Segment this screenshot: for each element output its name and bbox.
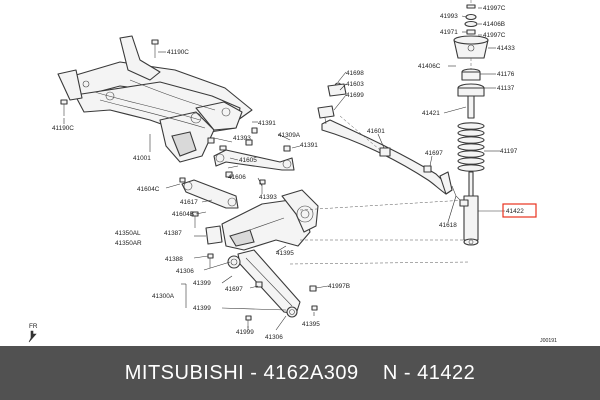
small-fasteners-illustration [179,127,318,328]
callout-41617[interactable]: 41617 [180,199,198,206]
callout-41697-b[interactable]: 41697 [225,286,243,293]
callout-41697-a[interactable]: 41697 [425,150,443,157]
upper-link-41309a-illustration [213,149,295,171]
callout-41433[interactable]: 41433 [497,45,515,52]
callout-41406b[interactable]: 41406B [483,21,505,28]
stabilizer-bar-41601-illustration [317,82,461,201]
knuckle-41350-illustration [205,189,319,251]
callout-41190c-top[interactable]: 41190C [167,49,189,56]
callout-41618[interactable]: 41618 [439,222,457,229]
front-direction-arrow-icon [28,330,37,343]
callout-41137[interactable]: 41137 [497,85,515,92]
callout-leader-lines [63,7,505,331]
callout-41395-a[interactable]: 41395 [276,250,294,257]
callout-41350ar[interactable]: 41350AR [115,240,142,247]
callout-41393-a[interactable]: 41393 [233,135,251,142]
callout-41197[interactable]: 41197 [500,148,518,155]
callout-41997b[interactable]: 41997B [328,283,350,290]
coil-spring-41197-illustration [457,122,485,172]
callout-41997c-top[interactable]: 41997C [483,5,506,12]
brand-name: MITSUBISHI [124,361,245,384]
callout-41422[interactable]: 41422 [506,208,524,215]
callout-41306-a[interactable]: 41306 [176,268,194,275]
callout-41387[interactable]: 41387 [164,230,182,237]
callout-41999[interactable]: 41999 [236,329,254,336]
strut-top-hardware-illustration [453,4,489,59]
callout-41399-a[interactable]: 41399 [193,280,211,287]
callout-41421[interactable]: 41421 [422,110,440,117]
callout-41190c-left[interactable]: 41190C [52,125,74,132]
callout-41606[interactable]: 41606 [228,174,246,181]
callout-41971[interactable]: 41971 [440,29,458,36]
alignment-lines [289,0,472,265]
callout-41603[interactable]: 41603 [346,81,364,88]
spring-seat-41137-illustration [457,83,485,97]
callout-41391-a[interactable]: 41391 [258,120,276,127]
callout-41395-b[interactable]: 41395 [302,321,320,328]
part-number: 4162A309 [263,361,359,384]
dust-boot-41421-illustration [467,95,475,119]
front-direction-indicator: FR [28,323,38,343]
footer-separator: - [244,361,264,384]
rear-subframe-illustration [57,35,253,163]
part-footer-banner: MITSUBISHI - 4162A309 N - 41422 [0,346,600,400]
lower-arm-41300a-illustration [227,249,301,318]
callout-41406c[interactable]: 41406C [418,63,441,70]
callout-41309a[interactable]: 41309A [278,132,301,139]
callout-41605[interactable]: 41605 [239,157,257,164]
callout-41601[interactable]: 41601 [367,128,385,135]
callout-41699[interactable]: 41699 [346,92,364,99]
callout-41604c[interactable]: 41604C [137,186,160,193]
callout-41176[interactable]: 41176 [497,71,515,78]
callout-41422-highlight-box [502,203,537,218]
diagram-callout-reference: N - 41422 [382,361,476,384]
callout-41388[interactable]: 41388 [165,256,183,263]
footer-gap [359,362,383,384]
diagram-code: J00191 [540,338,557,344]
bump-rubber-41176-illustration [461,68,481,81]
callout-41604b[interactable]: 41604B [172,211,194,218]
callout-41306-b[interactable]: 41306 [265,334,283,341]
callout-41997c[interactable]: 41997C [483,32,506,39]
callout-41399-b[interactable]: 41399 [193,305,211,312]
front-direction-label: FR [29,323,38,330]
callout-41350al[interactable]: 41350AL [115,230,141,237]
bolt-41190c-top-illustration [151,39,159,58]
callout-41001[interactable]: 41001 [133,155,151,162]
callout-41698[interactable]: 41698 [346,70,364,77]
callout-41393-b[interactable]: 41393 [259,194,277,201]
shock-absorber-41422-illustration [459,171,479,246]
rear-suspension-exploded-diagram: 41190C 41190C 41001 41393 41391 41309A 4… [28,0,558,344]
callout-41391-b[interactable]: 41391 [300,142,318,149]
bolt-41190c-left-illustration [60,99,68,116]
trailing-arm-41617-illustration [181,179,239,209]
callout-41300a[interactable]: 41300A [152,293,175,300]
callout-labels: 41190C 41190C 41001 41393 41391 41309A 4… [52,5,524,341]
part-footer-text: MITSUBISHI - 4162A309 N - 41422 [125,362,476,385]
callout-41993[interactable]: 41993 [440,13,458,20]
